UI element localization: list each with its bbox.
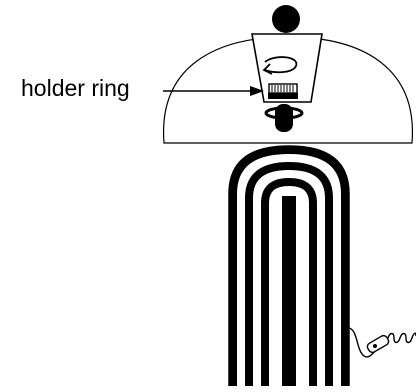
striped-ceramic-base xyxy=(228,145,350,386)
rotate-arrow-icon xyxy=(262,56,298,75)
lamp-neck xyxy=(275,104,293,132)
finial-knob xyxy=(272,5,300,33)
holder-ring-label: holder ring xyxy=(21,75,130,101)
inline-switch xyxy=(366,334,390,354)
callout-leader-arrow xyxy=(163,86,264,96)
lamp-socket xyxy=(268,83,298,99)
coiled-cord-end xyxy=(387,332,416,344)
